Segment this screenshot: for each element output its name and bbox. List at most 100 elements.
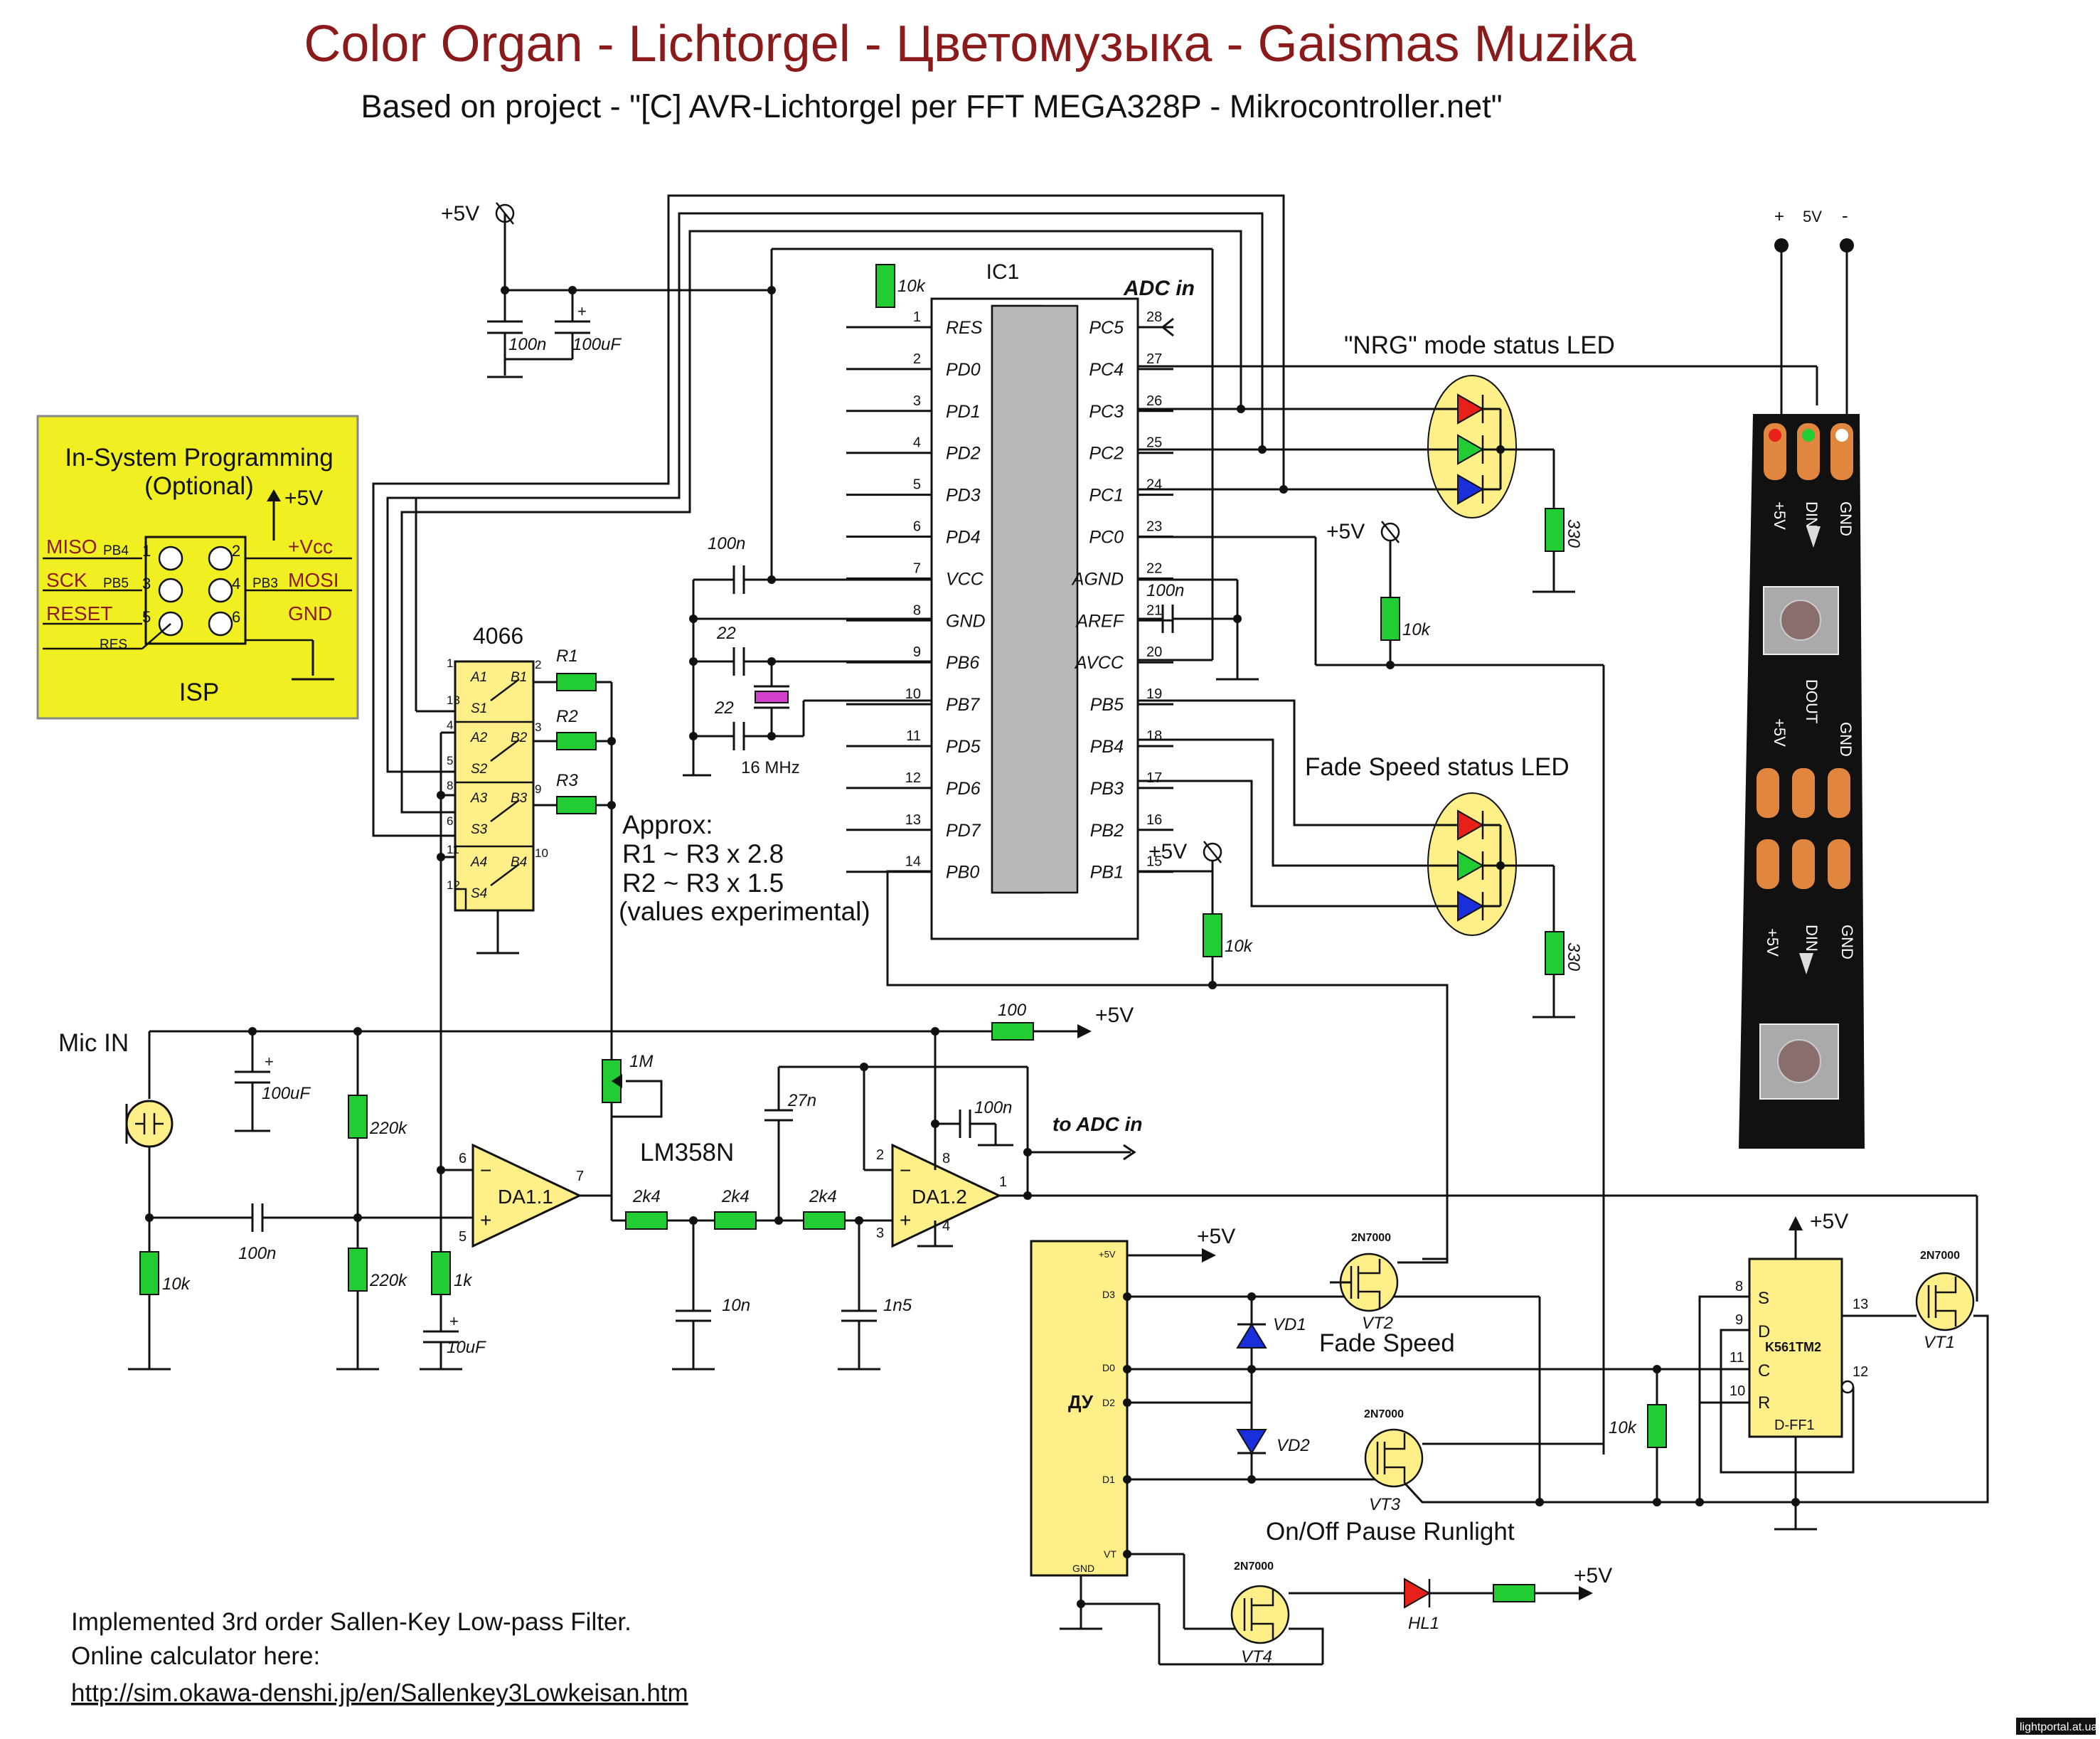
svg-text:SCK: SCK xyxy=(46,569,87,591)
svg-text:+5V: +5V xyxy=(284,486,323,510)
svg-text:GND: GND xyxy=(288,602,332,624)
svg-text:5: 5 xyxy=(447,754,453,767)
svg-text:13: 13 xyxy=(905,812,921,828)
svg-text:10uF: 10uF xyxy=(447,1338,486,1357)
svg-text:10: 10 xyxy=(535,846,548,860)
svg-text:D-FF1: D-FF1 xyxy=(1774,1418,1815,1433)
svg-text:"NRG" mode status LED: "NRG" mode status LED xyxy=(1344,331,1615,359)
svg-text:AVCC: AVCC xyxy=(1074,653,1124,673)
opamp-da1-2: DA1.2 − + 2 3 8 4 1 100n to ADC in 100 xyxy=(860,1001,1978,1302)
svg-text:AREF: AREF xyxy=(1075,611,1124,631)
potentiometer-1m: 1M LM358N xyxy=(602,1052,734,1196)
svg-text:PB4: PB4 xyxy=(1090,737,1124,757)
svg-text:S1: S1 xyxy=(471,701,487,716)
svg-text:PB2: PB2 xyxy=(1090,821,1124,841)
svg-text:S4: S4 xyxy=(471,886,487,901)
svg-text:S: S xyxy=(1758,1289,1769,1308)
svg-text:7: 7 xyxy=(913,560,921,576)
svg-text:100uF: 100uF xyxy=(572,335,622,354)
svg-text:19: 19 xyxy=(1146,686,1162,702)
svg-text:AGND: AGND xyxy=(1071,569,1124,589)
svg-text:A2: A2 xyxy=(470,730,488,745)
svg-text:8: 8 xyxy=(1735,1279,1743,1294)
supply-decoupling: +5V 100n 100uF + xyxy=(441,202,772,378)
svg-text:D3: D3 xyxy=(1102,1289,1115,1300)
svg-text:VT4: VT4 xyxy=(1241,1647,1272,1666)
svg-text:PB1: PB1 xyxy=(1090,863,1124,883)
svg-text:220k: 220k xyxy=(369,1271,408,1290)
svg-text:28: 28 xyxy=(1146,309,1162,325)
svg-text:On/Off Pause Runlight: On/Off Pause Runlight xyxy=(1266,1518,1515,1546)
svg-text:S3: S3 xyxy=(471,822,488,837)
svg-text:4: 4 xyxy=(232,575,240,592)
svg-text:2: 2 xyxy=(232,542,240,560)
svg-text:2: 2 xyxy=(913,351,921,367)
switch-control-wires xyxy=(372,194,1285,837)
svg-text:PC1: PC1 xyxy=(1089,486,1124,506)
svg-text:VD2: VD2 xyxy=(1276,1436,1310,1455)
svg-text:6: 6 xyxy=(232,608,240,626)
svg-text:GND: GND xyxy=(1838,925,1856,959)
sallen-key-filter: 2k4 2k4 2k4 10n 1n5 27n xyxy=(612,1065,1028,1371)
svg-text:GND: GND xyxy=(1072,1563,1094,1574)
svg-text:B4: B4 xyxy=(511,855,527,870)
svg-text:16 MHz: 16 MHz xyxy=(741,758,800,777)
svg-text:9: 9 xyxy=(1735,1312,1743,1328)
svg-text:ДУ: ДУ xyxy=(1068,1391,1094,1413)
footer-url-link[interactable]: http://sim.okawa-denshi.jp/en/Sallenkey3… xyxy=(71,1679,688,1707)
svg-text:10k: 10k xyxy=(162,1275,191,1294)
svg-text:D: D xyxy=(1758,1322,1770,1341)
pc0-pullup: +5V 10k xyxy=(1326,520,1432,669)
mosfet-vt3: 2N7000 VT3 xyxy=(1364,1408,1760,1514)
svg-text:14: 14 xyxy=(905,854,921,870)
mic-input-stage: Mic IN 10k 100n + 100uF 220k 22 xyxy=(58,1027,978,1371)
svg-text:A3: A3 xyxy=(470,791,488,806)
crystal-network: 100n 22 22 16 MHz xyxy=(683,248,1212,777)
svg-text:PB3: PB3 xyxy=(252,576,278,591)
svg-text:1: 1 xyxy=(999,1174,1007,1190)
svg-text:2N7000: 2N7000 xyxy=(1351,1232,1391,1244)
svg-text:5: 5 xyxy=(142,608,151,626)
svg-text:C: C xyxy=(1758,1361,1770,1381)
svg-text:PD3: PD3 xyxy=(946,486,981,506)
svg-text:LM358N: LM358N xyxy=(640,1139,734,1166)
svg-text:PC3: PC3 xyxy=(1089,402,1124,422)
svg-text:PD0: PD0 xyxy=(946,360,981,380)
svg-text:16: 16 xyxy=(1146,812,1162,828)
svg-text:DA1.2: DA1.2 xyxy=(912,1186,967,1208)
svg-text:2k4: 2k4 xyxy=(721,1187,750,1206)
svg-text:2N7000: 2N7000 xyxy=(1364,1408,1404,1420)
svg-text:+: + xyxy=(449,1312,459,1330)
svg-text:MISO: MISO xyxy=(46,536,97,558)
svg-text:15: 15 xyxy=(1146,854,1162,870)
svg-text:1n5: 1n5 xyxy=(883,1296,912,1315)
svg-text:+5V: +5V xyxy=(1810,1210,1848,1233)
svg-text:+5V: +5V xyxy=(1148,840,1187,863)
svg-text:26: 26 xyxy=(1146,393,1162,409)
svg-text:R3: R3 xyxy=(556,771,578,790)
svg-text:1: 1 xyxy=(447,656,453,670)
svg-text:+5V: +5V xyxy=(441,202,479,225)
svg-text:11: 11 xyxy=(447,843,459,856)
svg-text:HL1: HL1 xyxy=(1408,1614,1439,1633)
svg-text:Fade Speed: Fade Speed xyxy=(1319,1329,1455,1357)
svg-text:6: 6 xyxy=(913,519,921,535)
svg-text:B1: B1 xyxy=(511,670,527,685)
svg-text:3: 3 xyxy=(142,575,151,592)
svg-text:GND: GND xyxy=(946,611,986,631)
svg-text:27: 27 xyxy=(1146,351,1162,367)
svg-text:1: 1 xyxy=(913,309,921,325)
